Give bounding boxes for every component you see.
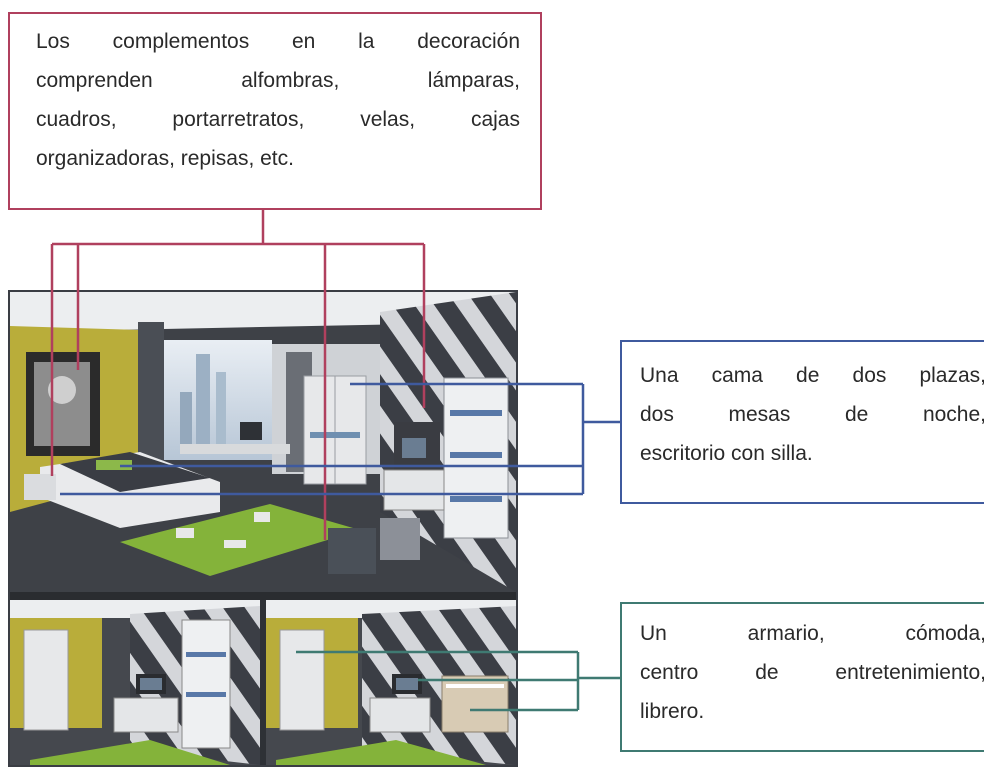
storage-furniture-callout: Un armario, cómoda, centro de entretenim… [620,602,984,752]
callout-line: dos mesas de noche, [640,403,984,426]
callout-line: organizadoras, repisas, etc. [36,147,294,170]
detail-photo-right [266,600,516,765]
main-bedroom-photo [10,292,516,592]
bedroom-photo [10,292,516,765]
callout-line: cuadros, portarretratos, velas, cajas [36,108,520,131]
callout-line: escritorio con silla. [640,442,813,465]
bedroom-photo-collage [8,290,518,767]
detail-photo-left [10,600,260,765]
callout-line: centro de entretenimiento, [640,661,984,684]
callout-line: comprenden alfombras, lámparas, [36,69,520,92]
callout-line: Una cama de dos plazas, [640,364,984,387]
callout-line: Un armario, cómoda, [640,622,984,645]
accessories-callout: Los complementos en la decoración compre… [8,12,542,210]
bedroom-furniture-callout: Una cama de dos plazas, dos mesas de noc… [620,340,984,504]
callout-line: Los complementos en la decoración [36,30,520,53]
callout-line: librero. [640,700,705,723]
